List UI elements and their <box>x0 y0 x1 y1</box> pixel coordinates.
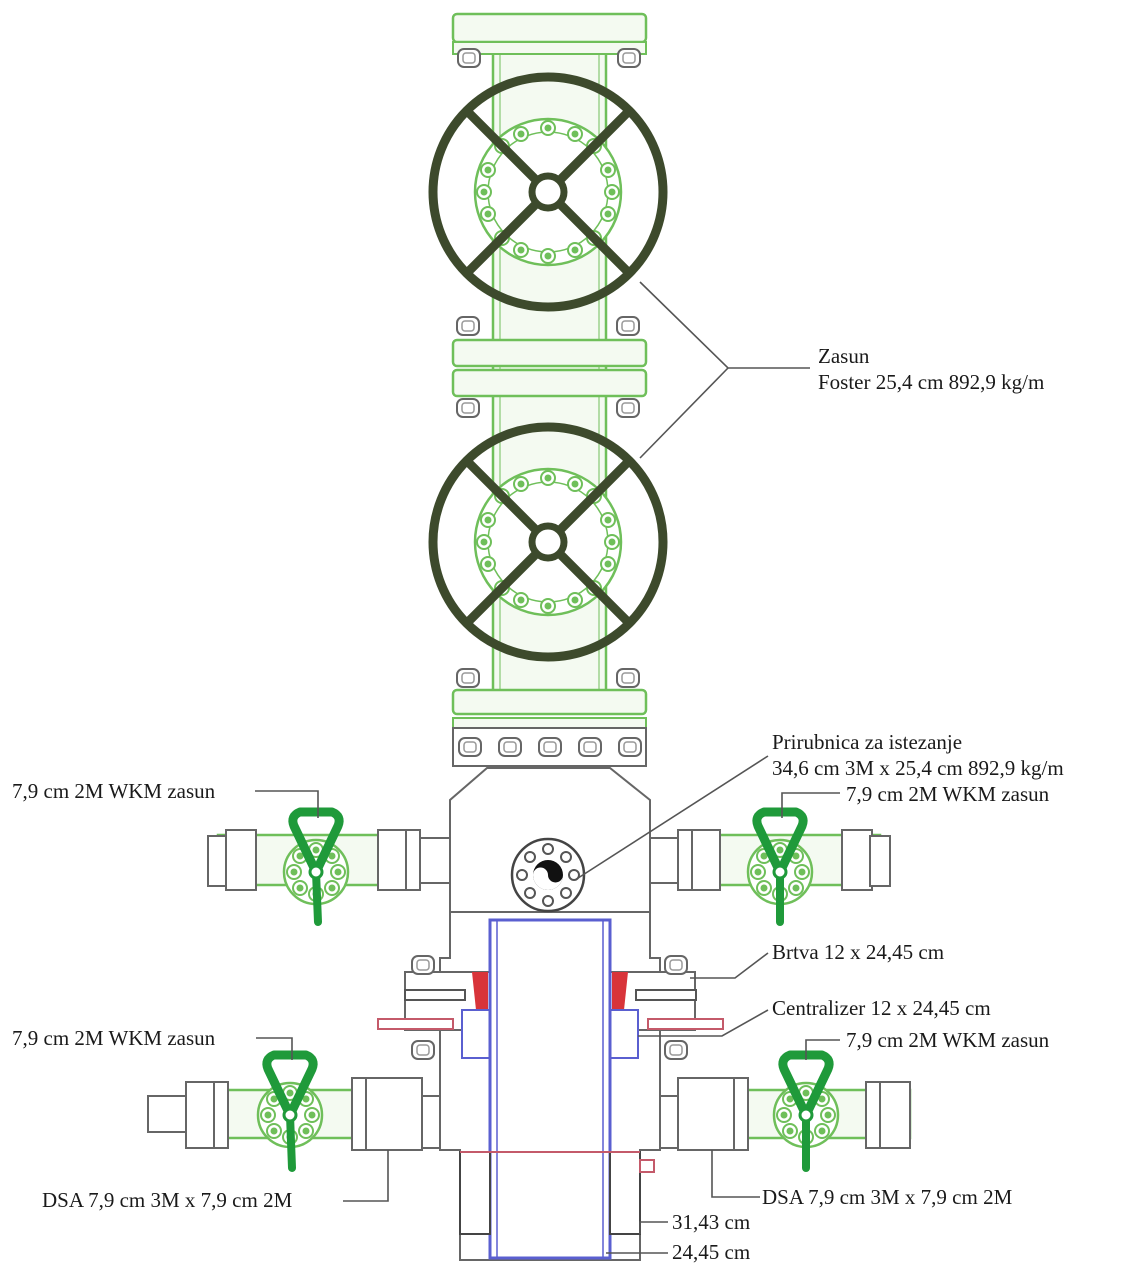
flange-nut <box>616 398 640 418</box>
wkm-valve-lower-right[interactable] <box>677 1050 912 1172</box>
prirubnica-spec-label: 34,6 cm 3M x 25,4 cm 892,9 kg/m <box>772 756 1064 780</box>
wkm-upper-right-label: 7,9 cm 2M WKM zasun <box>846 782 1050 806</box>
wkm-upper-left-label: 7,9 cm 2M WKM zasun <box>12 779 216 803</box>
brtva-label: Brtva 12 x 24,45 cm <box>772 940 945 964</box>
dsa-right-label: DSA 7,9 cm 3M x 7,9 cm 2M <box>762 1185 1013 1209</box>
upper-valve-stack <box>428 12 668 767</box>
casing-inner-label: 24,45 cm <box>672 1240 751 1264</box>
tubing-head-body <box>377 767 724 1261</box>
flange-nut <box>498 737 522 757</box>
gate-valve-handwheel-lower[interactable] <box>428 422 668 662</box>
casing-outer-label: 31,43 cm <box>672 1210 751 1234</box>
leader-lines <box>255 281 840 1254</box>
wkm-lower-right-label: 7,9 cm 2M WKM zasun <box>846 1028 1050 1052</box>
wkm-valve-upper-left[interactable] <box>207 807 421 926</box>
flange-nut <box>456 316 480 336</box>
flange-nut <box>664 955 688 975</box>
prirubnica-title-label: Prirubnica za istezanje <box>772 730 963 754</box>
flange-nut <box>538 737 562 757</box>
dsa-left-label: DSA 7,9 cm 3M x 7,9 cm 2M <box>42 1188 293 1212</box>
gate-valve-handwheel-upper[interactable] <box>428 72 668 312</box>
zasun-spec-label: Foster 25,4 cm 892,9 kg/m <box>818 370 1045 394</box>
wkm-lower-left-label: 7,9 cm 2M WKM zasun <box>12 1026 216 1050</box>
wkm-valve-lower-left[interactable] <box>147 1050 423 1172</box>
flange-nut <box>578 737 602 757</box>
flange-nut <box>458 737 482 757</box>
pull-flange <box>510 837 586 913</box>
flange-nut <box>616 316 640 336</box>
flange-nut <box>411 955 435 975</box>
flange-nut <box>618 737 642 757</box>
zasun-title-label: Zasun <box>818 344 870 368</box>
centralizer-label: Centralizer 12 x 24,45 cm <box>772 996 991 1020</box>
flange-nut <box>616 668 640 688</box>
flange-nut <box>456 668 480 688</box>
flange-nut <box>456 398 480 418</box>
flange-nut <box>411 1040 435 1060</box>
flange-nut <box>617 48 641 68</box>
flange-nut <box>457 48 481 68</box>
wkm-valve-upper-right[interactable] <box>677 807 891 926</box>
flange-nut <box>664 1040 688 1060</box>
